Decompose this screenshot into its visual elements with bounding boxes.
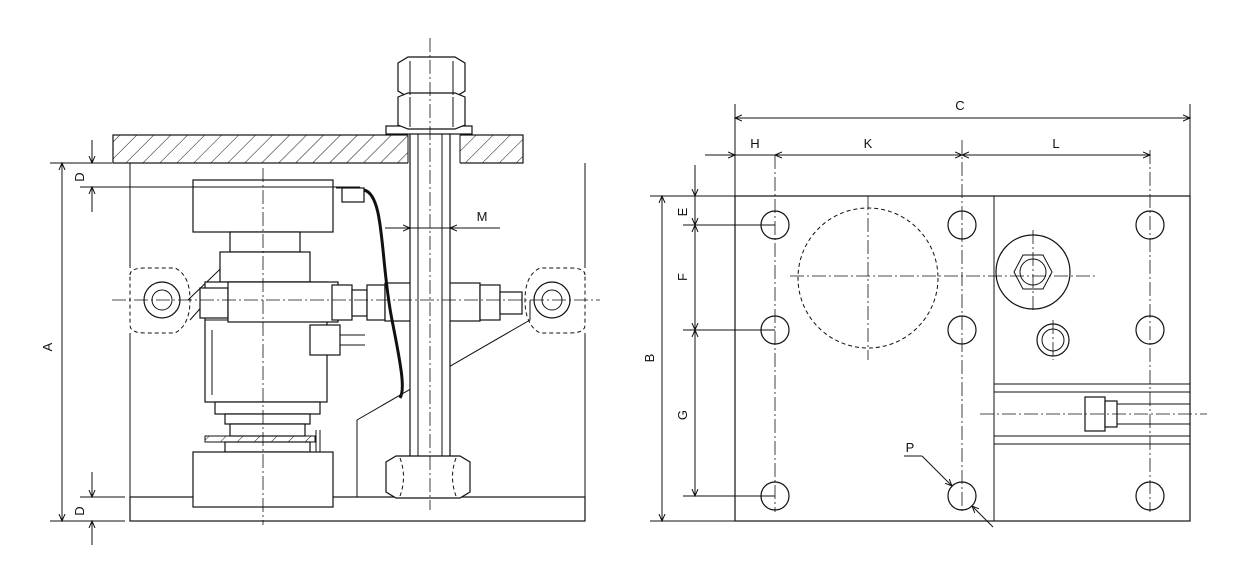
dim-label-D-bottom: D (72, 506, 87, 515)
top-view-plate (734, 195, 1191, 522)
dim-label-G: G (675, 410, 690, 420)
right-rod-end (524, 267, 586, 334)
tie-rod (199, 281, 523, 323)
dimension-M: M (385, 209, 500, 228)
dim-label-D-top: D (72, 172, 87, 181)
dim-label-M: M (477, 209, 488, 224)
dim-label-H: H (750, 136, 759, 151)
dim-label-B: B (642, 354, 657, 363)
dimension-P: P (904, 440, 994, 528)
dimension-HKL: H K L (705, 136, 1150, 155)
dimension-EFG: E F G (675, 165, 775, 496)
dim-label-F: F (675, 273, 690, 281)
dim-label-C: C (955, 98, 964, 113)
dim-label-A: A (40, 342, 55, 351)
dim-label-L: L (1052, 136, 1059, 151)
dimension-C: C (735, 98, 1190, 196)
side-center-lines (112, 38, 600, 525)
load-cell-top-block (192, 179, 365, 283)
top-mounting-plate (112, 134, 524, 164)
vertical-stud (385, 56, 473, 499)
dimension-D-bottom: D (72, 472, 125, 545)
top-center-lines (774, 140, 1207, 512)
top-view: C H K L B E F (642, 98, 1207, 528)
dimension-A: A (40, 163, 125, 521)
side-view: A D D M (40, 38, 600, 545)
dimension-B: B (642, 196, 735, 521)
dimension-D-top: D (72, 140, 360, 212)
dim-label-E: E (675, 207, 690, 216)
dim-label-K: K (864, 136, 873, 151)
sensor-cable (363, 188, 404, 399)
dim-label-P: P (906, 440, 915, 455)
left-rod-end (129, 267, 191, 334)
